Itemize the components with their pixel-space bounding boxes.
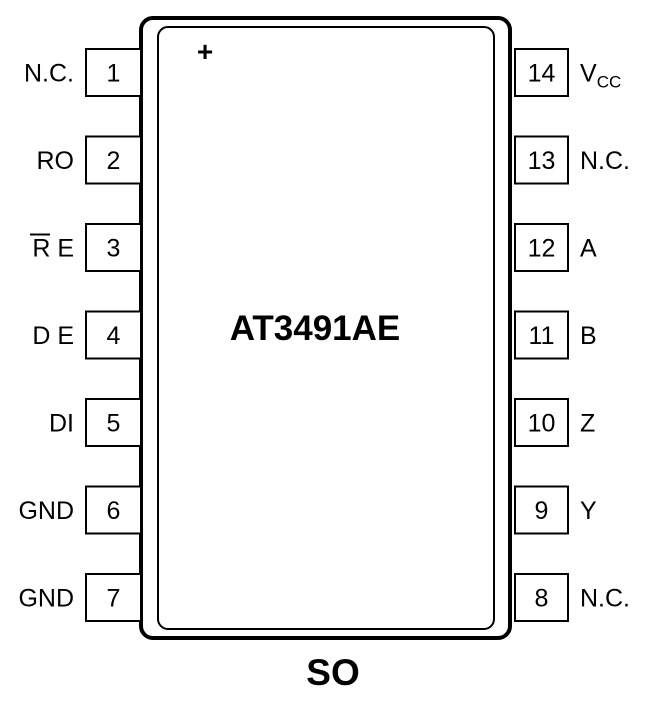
chip-body-inner: [157, 26, 495, 630]
pin-number: 12: [528, 235, 556, 263]
pin-name: GND: [18, 585, 74, 613]
pin-name: Y: [580, 497, 597, 525]
pin-box: [85, 485, 142, 535]
pin-box: [85, 135, 142, 185]
pin-name: B: [580, 322, 597, 350]
pin-box: [514, 223, 569, 272]
pin-box: [514, 310, 569, 360]
package-label: SO: [306, 652, 359, 693]
pin-number: 8: [535, 585, 549, 613]
pin-box: [85, 573, 142, 622]
pin-box: [514, 485, 569, 535]
pin-name: Z: [580, 410, 595, 438]
pin-12: 12 A: [514, 223, 597, 272]
pin-box: [85, 310, 142, 360]
pin-6: 6 GND: [18, 485, 142, 535]
pin-name: N.C.: [580, 147, 630, 175]
pin-name: D E: [32, 322, 74, 350]
pin-3: 3 R E: [30, 223, 142, 272]
pin-name: RO: [37, 147, 75, 175]
pin-10: 10 Z: [514, 398, 595, 447]
pin-13: 13 N.C.: [514, 135, 630, 185]
pin-box: [514, 135, 569, 185]
pin-number: 1: [107, 60, 121, 88]
pin-14: 14 VCC: [514, 48, 621, 97]
pin-box: [85, 48, 142, 97]
pin-name: R E: [32, 235, 74, 263]
pin-number: 5: [107, 410, 121, 438]
pin-4: 4 D E: [32, 310, 142, 360]
pin-box: [514, 398, 569, 447]
pin-number: 3: [107, 235, 121, 263]
pin-number: 11: [529, 322, 555, 350]
chip-part-number: AT3491AE: [230, 309, 401, 348]
pin-name: DI: [49, 410, 74, 438]
pin-number: 7: [107, 585, 121, 613]
pin-number: 10: [528, 410, 556, 438]
pin-8: 8 N.C.: [514, 573, 630, 622]
pin-name: N.C.: [24, 60, 74, 88]
pin-number: 14: [528, 60, 556, 88]
pin-number: 9: [535, 497, 549, 525]
pin1-marker: +: [197, 36, 213, 67]
pin-name: VCC: [580, 60, 621, 92]
pin-box: [85, 223, 142, 272]
pin-box: [514, 573, 569, 622]
pin-box: [85, 398, 142, 447]
pin-number: 2: [107, 147, 121, 175]
pin-name: GND: [18, 497, 74, 525]
pin-7: 7 GND: [18, 573, 142, 622]
pin-box: [514, 48, 569, 97]
pin-2: 2 RO: [37, 135, 142, 185]
pin-number: 6: [107, 497, 121, 525]
pin-5: 5 DI: [49, 398, 142, 447]
pin-number: 13: [528, 147, 556, 175]
pin-1: 1 N.C.: [24, 48, 142, 97]
pin-11: 11 B: [514, 310, 597, 360]
pin-number: 4: [107, 322, 121, 350]
pin-name: N.C.: [580, 585, 630, 613]
pin-name: A: [580, 235, 597, 263]
